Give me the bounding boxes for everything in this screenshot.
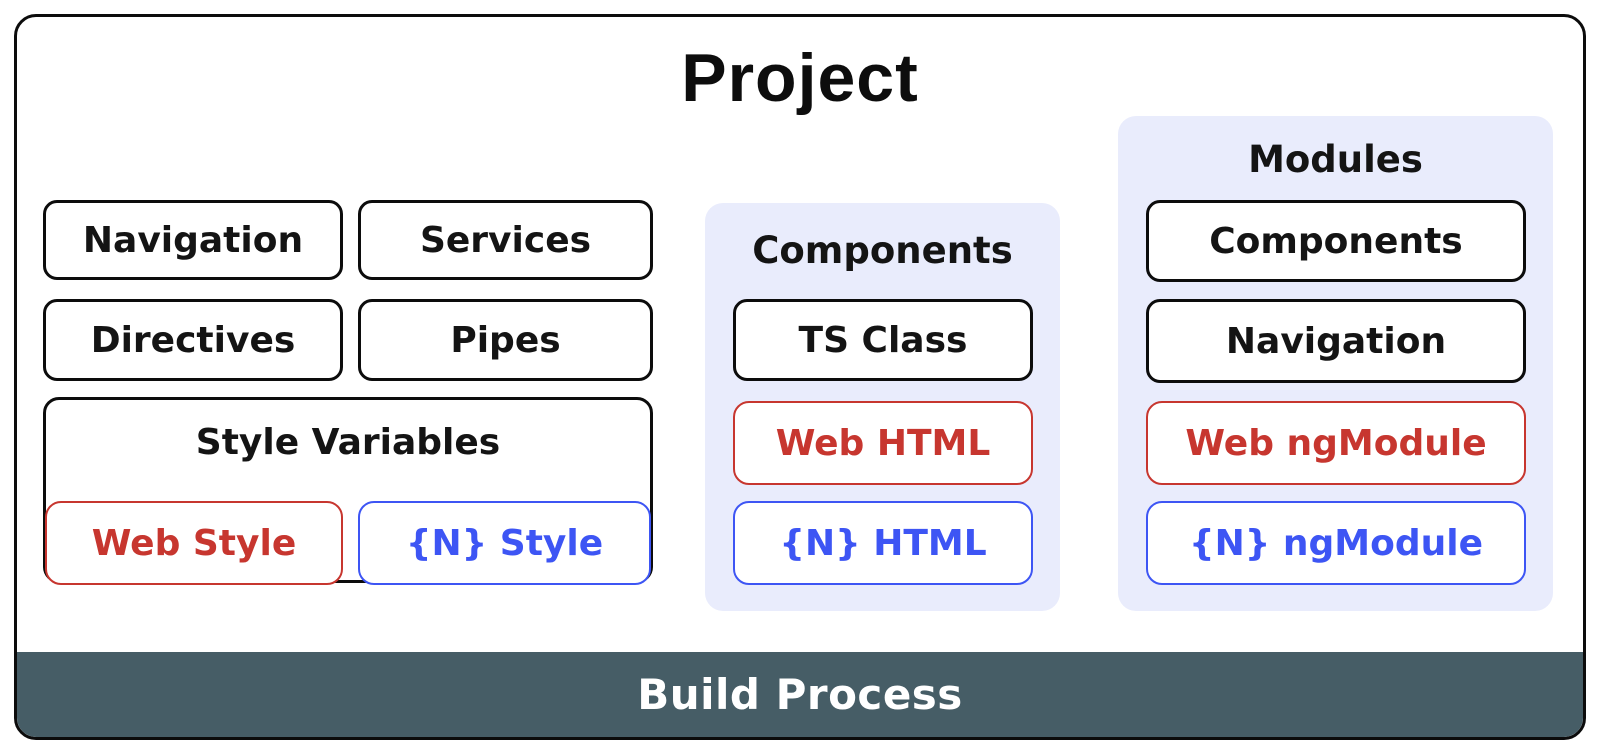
build-process-label: Build Process xyxy=(637,670,963,719)
box-modules-navigation: Navigation xyxy=(1146,299,1526,383)
components-panel: Components TS Class Web HTML {N} HTML xyxy=(705,203,1060,611)
box-ns-html: {N} HTML xyxy=(733,501,1033,585)
box-ns-ngmodule: {N} ngModule xyxy=(1146,501,1526,585)
box-services: Services xyxy=(358,200,653,280)
project-title: Project xyxy=(681,40,919,116)
box-navigation: Navigation xyxy=(43,200,343,280)
project-container: Project Navigation Services Directives P… xyxy=(14,14,1586,740)
box-ts-class: TS Class xyxy=(733,299,1033,381)
build-process-bar: Build Process xyxy=(17,652,1583,737)
style-variables-label: Style Variables xyxy=(195,422,501,463)
box-web-style: Web Style xyxy=(45,501,343,585)
box-pipes: Pipes xyxy=(358,299,653,381)
box-web-ngmodule: Web ngModule xyxy=(1146,401,1526,485)
modules-panel-title: Modules xyxy=(1248,138,1423,181)
box-directives: Directives xyxy=(43,299,343,381)
box-web-html: Web HTML xyxy=(733,401,1033,485)
components-panel-title: Components xyxy=(752,229,1013,272)
box-modules-components: Components xyxy=(1146,200,1526,282)
box-ns-style: {N} Style xyxy=(358,501,651,585)
modules-panel: Modules Components Navigation Web ngModu… xyxy=(1118,116,1553,611)
